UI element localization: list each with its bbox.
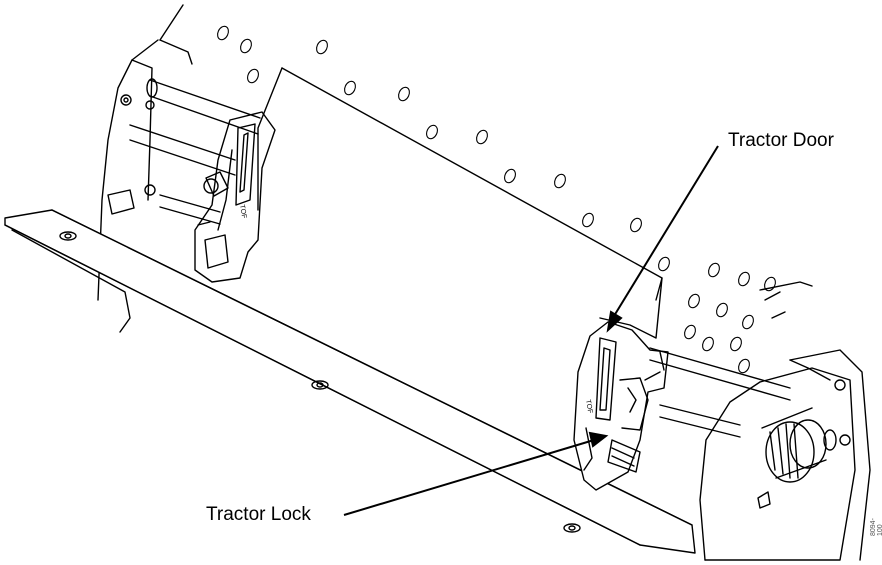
tractor-door-arrowhead bbox=[606, 310, 623, 333]
tractor-lock-arrowhead bbox=[588, 431, 609, 448]
fanfold-edge bbox=[759, 281, 813, 319]
sprocket-holes-left bbox=[217, 25, 776, 374]
paper-sheet bbox=[257, 67, 663, 339]
left-tractor-tof-mark: TOF bbox=[238, 204, 247, 219]
tractor-knob bbox=[761, 407, 837, 483]
right-tractor-tof-mark: TOF bbox=[584, 399, 593, 414]
callout-leaders bbox=[343, 145, 719, 516]
tractor-lock-label: Tractor Lock bbox=[206, 504, 311, 525]
figure-id: 8094-100 bbox=[870, 518, 882, 536]
left-tractor bbox=[194, 111, 276, 283]
right-shafts bbox=[649, 347, 791, 438]
tractor-door-leader bbox=[613, 145, 719, 317]
right-tractor bbox=[573, 321, 669, 491]
tractor-door-label: Tractor Door bbox=[728, 130, 834, 151]
tractor-lock-leader bbox=[343, 439, 595, 516]
right-side-frame bbox=[699, 349, 871, 561]
left-side-frame bbox=[97, 4, 193, 301]
